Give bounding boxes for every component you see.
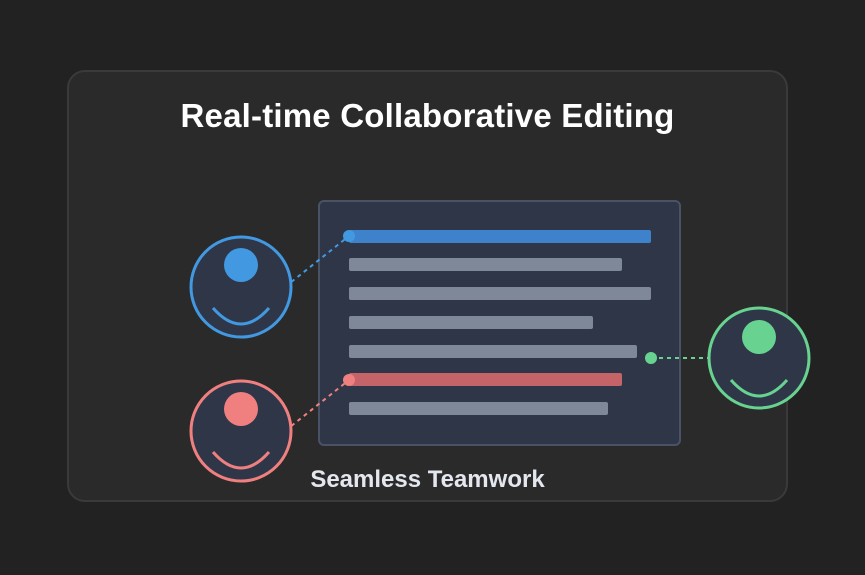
cursor-dot-red — [343, 374, 355, 386]
document-line — [349, 287, 651, 300]
document-line — [349, 258, 622, 271]
diagram-title: Real-time Collaborative Editing — [180, 97, 675, 134]
document-line-active-blue — [349, 230, 651, 243]
avatar-blue-head — [224, 248, 258, 282]
avatar-red-smile — [211, 451, 271, 470]
cursor-dot-blue — [343, 230, 355, 242]
document-line — [349, 402, 608, 415]
avatar-red-head — [224, 392, 258, 426]
collaborator-green — [645, 306, 811, 410]
connector-red — [284, 379, 350, 432]
document-line — [349, 316, 593, 329]
avatar-blue-smile — [211, 307, 271, 326]
cursor-dot-green — [645, 352, 657, 364]
diagram-subtitle: Seamless Teamwork — [310, 466, 545, 493]
avatar-green-head — [742, 320, 776, 354]
avatar-green-smile — [729, 379, 789, 398]
document-line-active-red — [349, 373, 622, 386]
document-line — [349, 345, 637, 358]
collaborator-blue — [189, 230, 355, 339]
connector-blue — [284, 235, 350, 288]
collaborator-red — [189, 374, 355, 483]
